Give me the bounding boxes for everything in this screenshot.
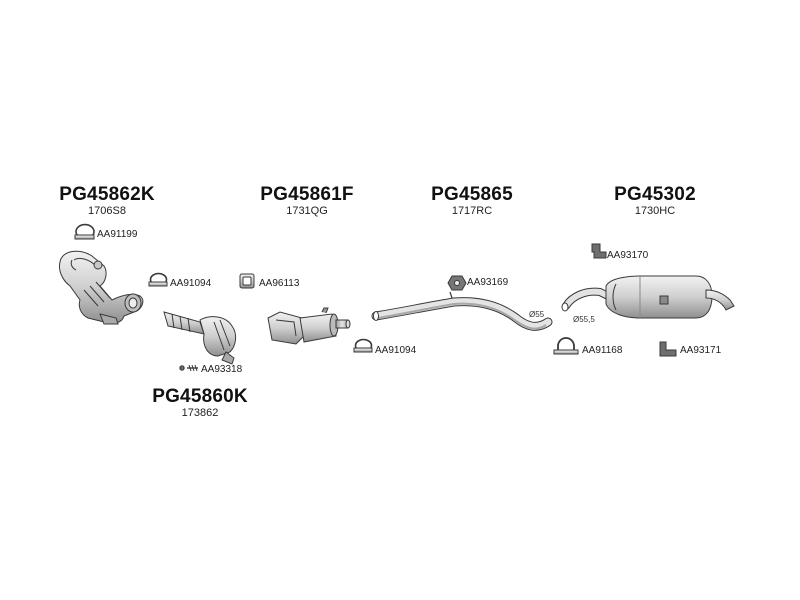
part-label-aa93170: AA93170 (607, 250, 649, 261)
assembly-ref-catalyst-rear: 173862 (181, 407, 219, 419)
dimension-muffler-diameter: Ø55,5 (573, 315, 595, 324)
assembly-ref-dpf: 1731QG (286, 205, 328, 217)
front-catalyst-part (59, 250, 144, 325)
bolt-icon (179, 364, 198, 372)
rear-catalyst-part (163, 311, 237, 365)
part-label-aa91199: AA91199 (97, 229, 138, 240)
clamp-icon (353, 338, 373, 353)
part-label-aa93318: AA93318 (201, 364, 243, 375)
u-clamp-icon (553, 337, 579, 355)
part-label-aa91094-b: AA91094 (375, 345, 417, 356)
part-label-aa96113: AA96113 (259, 278, 300, 289)
hanger-icon (591, 243, 607, 259)
assembly-ref-middle-pipe: 1717RC (451, 205, 493, 217)
part-label-aa93169: AA93169 (467, 277, 509, 288)
part-label-aa93171: AA93171 (680, 345, 722, 356)
assembly-ref-catalyst-front: 1706S8 (88, 205, 126, 217)
part-label-aa91168: AA91168 (582, 345, 623, 356)
assembly-code-middle-pipe: PG45865 (431, 184, 513, 205)
part-label-aa91094-a: AA91094 (170, 278, 212, 289)
rear-muffler-part (561, 275, 735, 319)
clamp-icon (148, 272, 168, 287)
gasket-icon (239, 273, 255, 289)
assembly-code-rear-muffler: PG45302 (614, 184, 696, 205)
assembly-code-catalyst-rear: PG45860K (152, 386, 248, 407)
assembly-code-dpf: PG45861F (260, 184, 354, 205)
bracket-icon (659, 341, 677, 357)
assembly-ref-rear-muffler: 1730HC (634, 205, 676, 217)
assembly-code-catalyst-front: PG45862K (59, 184, 155, 205)
middle-pipe-part (371, 291, 553, 331)
mount-icon (447, 275, 467, 291)
dpf-part (267, 307, 351, 345)
clamp-icon (74, 223, 95, 240)
dimension-pipe-diameter: Ø55 (529, 310, 545, 319)
